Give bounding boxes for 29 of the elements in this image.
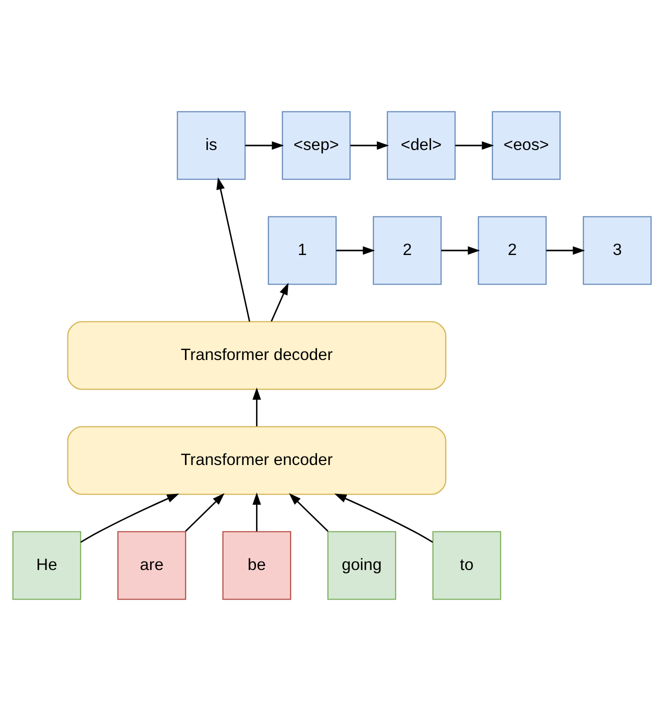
arrow: [546, 246, 585, 255]
node-box: 3: [582, 216, 652, 285]
node-box: Transformer encoder: [67, 426, 446, 495]
arrow: [270, 282, 288, 322]
arrow: [288, 493, 328, 532]
node-box: going: [327, 531, 396, 600]
node-box: <eos>: [492, 111, 561, 180]
arrow: [336, 246, 375, 255]
node-box: 2: [372, 216, 442, 285]
arrow: [185, 493, 225, 532]
arrow: [245, 141, 284, 150]
arrow: [334, 494, 434, 543]
arrow: [441, 246, 480, 255]
arrow: [350, 141, 389, 150]
arrow: [80, 494, 180, 543]
node-box: 2: [478, 216, 547, 285]
node-box: <sep>: [282, 111, 351, 180]
node-box: is: [176, 111, 246, 180]
arrow: [252, 492, 261, 532]
node-box: He: [12, 531, 82, 600]
arrow: [455, 141, 494, 150]
node-box: to: [432, 531, 502, 600]
node-box: be: [222, 531, 292, 600]
arrow: [252, 388, 261, 426]
node-box: 1: [268, 216, 337, 285]
arrow: [216, 177, 250, 322]
node-box: <del>: [386, 111, 456, 180]
node-box: Transformer decoder: [67, 321, 446, 390]
node-box: are: [117, 531, 186, 600]
